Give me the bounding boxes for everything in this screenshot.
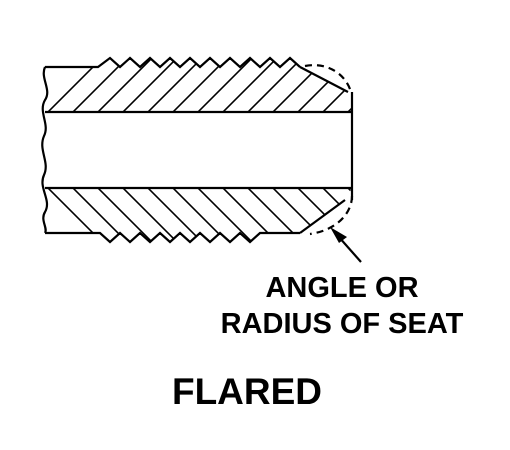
seat-radius-arc-top [304, 64, 353, 93]
callout-label-line1: ANGLE OR [265, 272, 418, 304]
callout-label-line2: RADIUS OF SEAT [221, 308, 464, 340]
callout-leader [330, 227, 362, 263]
bottom-wall-hatching [45, 188, 352, 242]
top-flare-chamfer [299, 66, 349, 93]
diagram-caption: FLARED [172, 371, 322, 412]
bottom-thread-profile [45, 231, 300, 244]
left-break-line [41, 66, 49, 234]
top-thread-profile [45, 56, 301, 69]
top-wall-hatching [45, 58, 352, 112]
arrowhead-icon [330, 227, 347, 243]
fitting-outline [41, 56, 354, 244]
bottom-flare-chamfer [299, 199, 346, 234]
seat-radius-arc-bottom [309, 195, 354, 236]
